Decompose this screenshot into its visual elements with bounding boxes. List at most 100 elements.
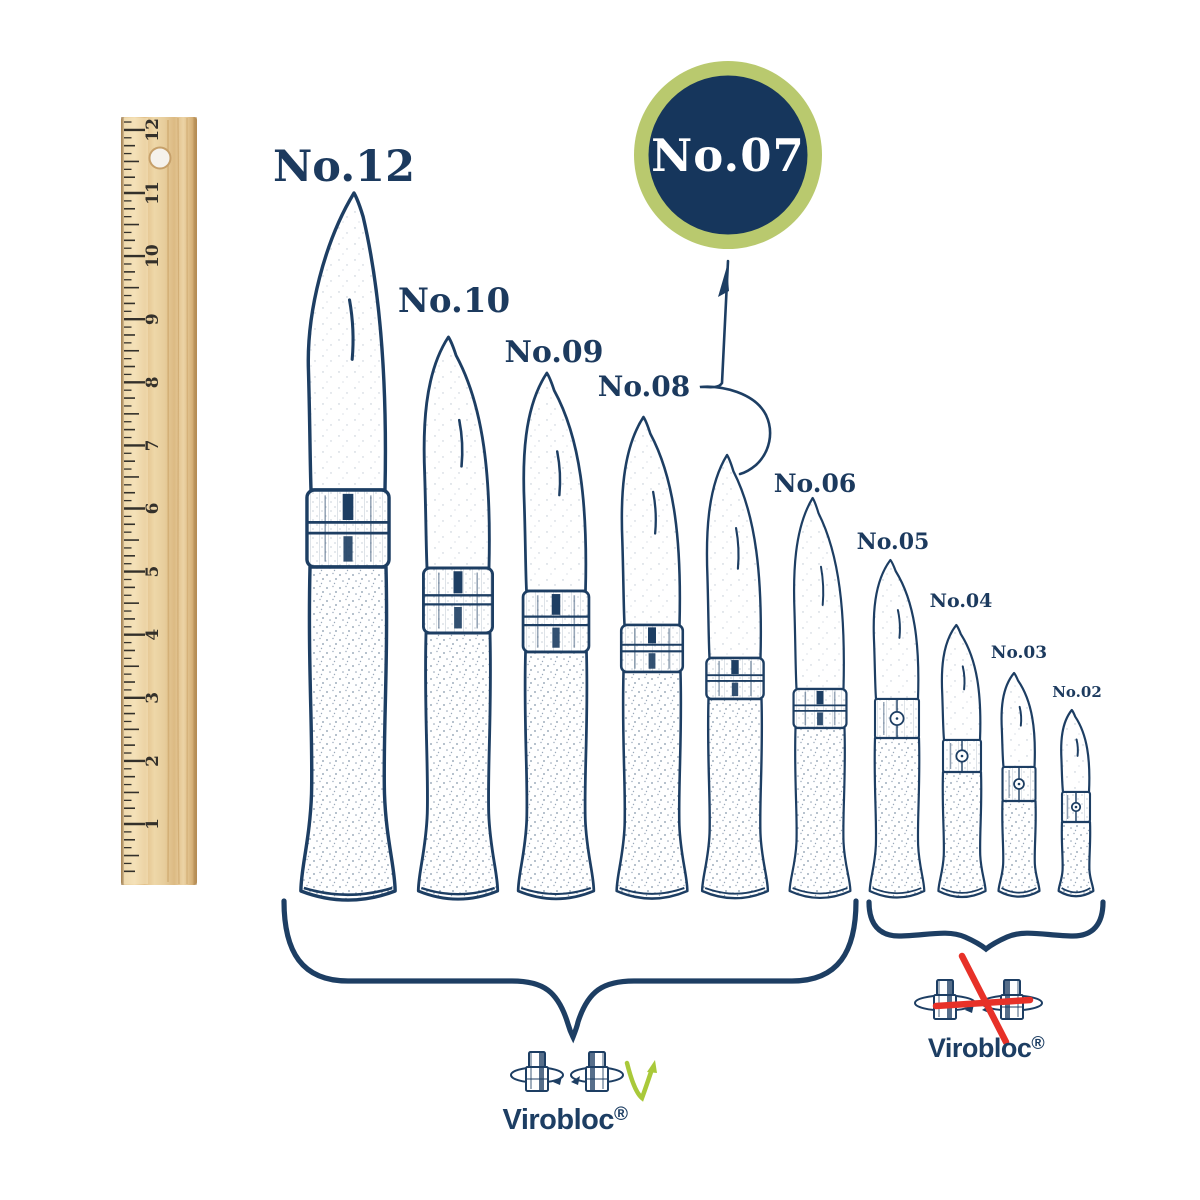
virobloc-word: Virobloc (503, 1104, 615, 1136)
pivot-rivet-center (960, 754, 964, 758)
wood-grain-line (186, 117, 189, 885)
collar-lock-slot (731, 682, 739, 697)
collar-lock-slot (454, 607, 462, 629)
badge-pointer-arrowhead-icon (718, 266, 729, 297)
ferrule-slot (590, 1053, 595, 1090)
knife-no-06 (788, 496, 852, 899)
blade-nick (734, 527, 740, 570)
knife-no-12 (299, 191, 397, 902)
knife-label-no-10: No.10 (398, 281, 510, 321)
registered-mark: ® (1031, 1033, 1044, 1053)
ruler-number-12: 12 (143, 118, 163, 142)
collar-lock-slot (552, 627, 560, 648)
ruler-number-7: 7 (143, 439, 163, 451)
rotation-arrowhead (571, 1076, 580, 1085)
handle (788, 726, 852, 899)
handle-endcap (520, 886, 592, 896)
ruler-number-3: 3 (143, 692, 163, 704)
knife-no-04 (937, 623, 987, 899)
ruler-number-6: 6 (143, 503, 163, 515)
blade (1060, 708, 1091, 794)
virobloc-unavailable-legend: Virobloc® (914, 952, 1045, 1063)
virobloc-ring-icon (570, 1051, 624, 1092)
red-cross-stroke-icon (958, 952, 1010, 1046)
knife-no-02 (1057, 708, 1095, 898)
handle-endcap (792, 887, 848, 895)
blade-nick (1075, 738, 1079, 757)
knife-illustrations (299, 191, 1095, 902)
knife-labels: No.12No.10No.09No.08No.06No.05No.04No.03… (273, 142, 1102, 701)
ruler-number-8: 8 (143, 376, 163, 388)
blade-nick (555, 450, 562, 497)
no07-badge: No.07 (634, 61, 822, 249)
handle (416, 631, 500, 901)
knife-label-no-06: No.06 (774, 469, 857, 498)
collar-lock-slot (648, 653, 656, 669)
ruler-number-2: 2 (143, 755, 163, 767)
blade (940, 623, 982, 742)
wood-grain-line (177, 117, 180, 885)
collar-lock-slot (817, 712, 823, 726)
handle (516, 650, 596, 901)
rotation-arrowhead (553, 1076, 562, 1085)
pivot-rivet-center (1017, 782, 1021, 786)
knife-label-no-12: No.12 (273, 142, 415, 192)
check-arrow-icon (624, 1060, 655, 1102)
blade-nick (347, 298, 355, 361)
brace-no-virobloc-group (866, 899, 1106, 953)
handle (1057, 820, 1095, 898)
ruler-number-1: 1 (143, 818, 163, 830)
ruler-right-edge (193, 117, 197, 885)
handle-endcap (619, 887, 685, 895)
handle (868, 736, 926, 899)
blade (422, 335, 491, 570)
brace-virobloc-group (281, 898, 859, 1044)
knife-label-no-05: No.05 (857, 529, 930, 555)
pivot-rivet-center (1074, 805, 1078, 809)
ruler-number-11: 11 (143, 181, 163, 205)
blade (1000, 671, 1036, 769)
handle-endcap (420, 886, 496, 896)
registered-mark: ® (614, 1104, 628, 1125)
blade-nick (896, 609, 901, 639)
ruler-left-edge (121, 117, 124, 885)
handle-endcap (1001, 887, 1037, 894)
virobloc-rotating-ring-icons (510, 1051, 624, 1092)
handle (615, 670, 689, 900)
collar-lock-slot (453, 571, 463, 594)
check-arrowhead-icon (647, 1060, 657, 1073)
blade-nick (819, 565, 825, 606)
virobloc-label: Virobloc® (928, 1033, 1045, 1063)
handle (700, 697, 770, 900)
blade (522, 371, 588, 593)
blade (306, 191, 388, 492)
blade-nick (457, 418, 464, 468)
knife-label-no-02: No.02 (1052, 683, 1102, 701)
handle-endcap (941, 887, 983, 894)
handle-endcap (303, 886, 393, 897)
handle-endcap (872, 887, 922, 895)
handle-endcap (1061, 887, 1091, 894)
blade (620, 415, 682, 627)
badge-pointer-line (699, 259, 772, 476)
blade (872, 558, 920, 701)
red-cross-stroke-icon (932, 996, 1034, 1010)
knife-no-03 (997, 671, 1041, 898)
blade-nick (1018, 705, 1023, 727)
ruler-ticks (124, 121, 145, 873)
ruler-number-9: 9 (143, 313, 163, 325)
virobloc-word: Virobloc (928, 1033, 1032, 1063)
knife-no-09 (516, 371, 596, 901)
handle (997, 799, 1041, 898)
ruler-hang-hole (148, 146, 172, 170)
badge-circle (648, 75, 808, 235)
ruler-number-4: 4 (143, 629, 163, 641)
handle (299, 565, 397, 902)
knife-no-10 (416, 335, 500, 901)
knife-label-no-09: No.09 (504, 335, 603, 370)
collar-lock-slot (343, 536, 353, 562)
blade (792, 496, 845, 691)
